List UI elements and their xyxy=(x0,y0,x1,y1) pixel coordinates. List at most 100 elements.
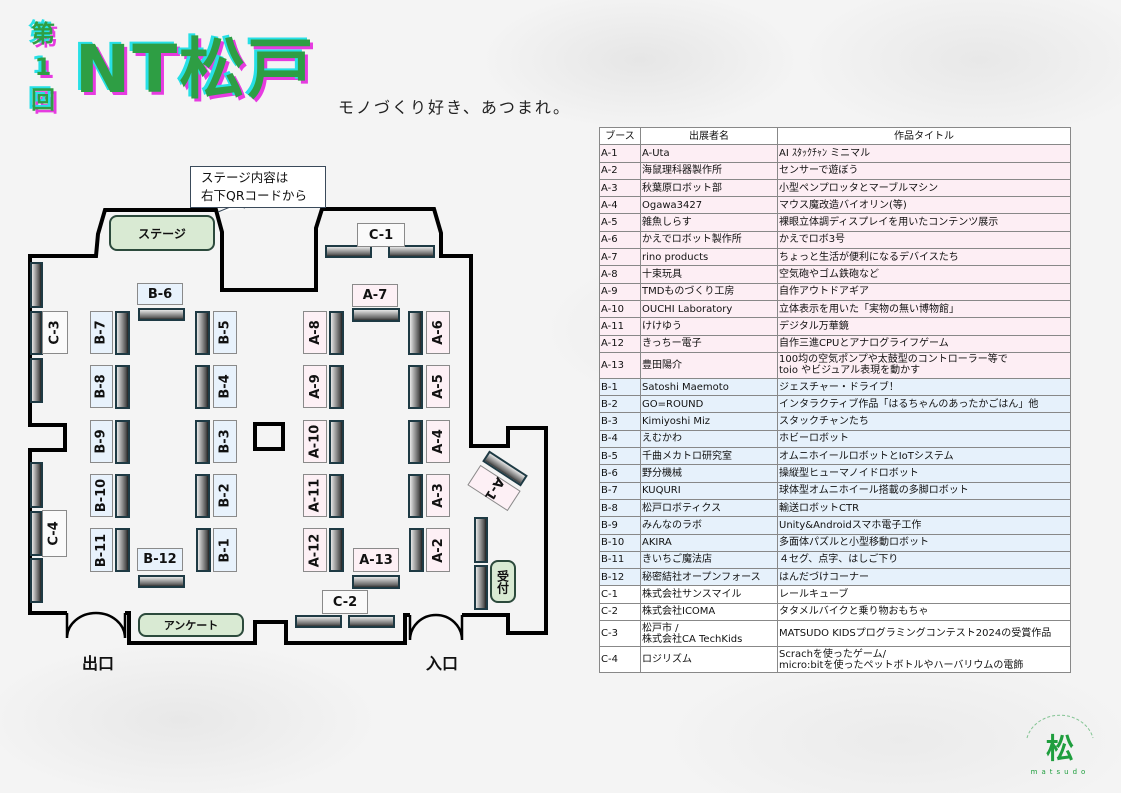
desk xyxy=(408,474,423,518)
desk xyxy=(329,474,344,518)
desk xyxy=(325,245,372,258)
desk xyxy=(195,474,210,518)
exhibitor-cell: A-Uta xyxy=(640,144,778,163)
booth-label: A-3 xyxy=(430,483,446,508)
exhibitor-cell: ロジリズム xyxy=(640,646,778,674)
booth-B-8[interactable]: B-8 xyxy=(90,365,113,408)
booth-A-8[interactable]: A-8 xyxy=(303,311,327,354)
booth-B-1[interactable]: B-1 xyxy=(213,528,237,572)
desk xyxy=(195,420,210,464)
booth-A-2[interactable]: A-2 xyxy=(426,528,450,572)
booth-cell: A-8 xyxy=(599,265,641,284)
exhibitor-cell: Satoshi Maemoto xyxy=(640,377,778,397)
desk xyxy=(30,462,43,508)
booth-cell: B-2 xyxy=(599,395,641,414)
booth-A-13[interactable]: A-13 xyxy=(353,548,399,572)
booth-A-7[interactable]: A-7 xyxy=(352,284,398,307)
booth-B-6[interactable]: B-6 xyxy=(137,283,183,305)
booth-cell: A-11 xyxy=(599,317,641,336)
booth-A-10[interactable]: A-10 xyxy=(303,420,327,463)
exhibitor-cell: きいちご魔法店 xyxy=(640,550,778,570)
booth-A-6[interactable]: A-6 xyxy=(426,311,450,354)
svg-text:松: 松 xyxy=(1046,732,1074,765)
title-cell: かえでロボ3号 xyxy=(777,230,1071,250)
booth-cell: B-3 xyxy=(599,412,641,431)
desk xyxy=(196,528,211,572)
booth-cell: A-13 xyxy=(599,351,641,379)
booth-A-11[interactable]: A-11 xyxy=(303,474,327,517)
booth-cell: A-2 xyxy=(599,161,641,180)
booth-label: B-7 xyxy=(94,320,110,345)
stage-info-callout: ステージ内容は 右下QRコードから xyxy=(190,166,326,208)
exhibitor-cell: けけゆう xyxy=(640,317,778,336)
booth-cell: B-5 xyxy=(599,447,641,466)
exhibitor-cell: Kimiyoshi Miz xyxy=(640,412,778,431)
booth-label: A-10 xyxy=(307,424,323,459)
booth-cell: B-8 xyxy=(599,498,641,518)
booth-B-11[interactable]: B-11 xyxy=(90,528,113,572)
exhibitor-cell: TMDものづくり工房 xyxy=(640,282,778,301)
booth-label: B-9 xyxy=(94,429,110,454)
booth-cell: B-4 xyxy=(599,429,641,449)
booth-B-7[interactable]: B-7 xyxy=(90,311,113,354)
booth-C-3[interactable]: C-3 xyxy=(42,311,68,354)
booth-C-4[interactable]: C-4 xyxy=(42,510,67,557)
title-cell: 裸眼立体調ディスプレイを用いたコンテンツ展示 xyxy=(777,213,1071,232)
title-cell: ちょっと生活が便利になるデバイスたち xyxy=(777,248,1071,267)
booth-A-5[interactable]: A-5 xyxy=(426,365,450,408)
exhibitor-cell: 秘密結社オープンフォース xyxy=(640,568,778,587)
exhibitor-cell: みんなのラボ xyxy=(640,516,778,535)
booth-cell: A-10 xyxy=(599,299,641,319)
desk xyxy=(195,365,210,409)
booth-cell: B-12 xyxy=(599,568,641,587)
booth-cell: C-1 xyxy=(599,585,641,604)
desk xyxy=(352,308,400,322)
booth-label: A-4 xyxy=(430,429,446,454)
desk xyxy=(30,358,43,403)
desk xyxy=(115,311,130,355)
booth-B-12[interactable]: B-12 xyxy=(137,548,183,571)
edition-char: 第 xyxy=(31,20,55,48)
exhibitor-cell: 株式会社サンスマイル xyxy=(640,585,778,604)
booth-cell: A-7 xyxy=(599,248,641,267)
exhibitor-cell: えむかわ xyxy=(640,429,778,449)
desk xyxy=(195,311,210,355)
booth-label: A-6 xyxy=(430,320,446,345)
title-cell: 操縦型ヒューマノイドロボット xyxy=(777,464,1071,483)
booth-C-1[interactable]: C-1 xyxy=(357,223,405,247)
booth-label: B-11 xyxy=(94,533,109,567)
booth-A-9[interactable]: A-9 xyxy=(303,365,327,408)
exit-label: 出口 xyxy=(82,654,115,673)
booth-cell: B-1 xyxy=(599,377,641,397)
booth-cell: C-2 xyxy=(599,602,641,622)
matsudo-city-logo: 松 matsudo xyxy=(1026,714,1094,775)
desk xyxy=(352,575,400,589)
svg-text:matsudo: matsudo xyxy=(1031,768,1090,775)
booth-B-5[interactable]: B-5 xyxy=(213,311,237,354)
booth-B-3[interactable]: B-3 xyxy=(213,420,237,463)
desk xyxy=(295,615,342,628)
booth-label: C-4 xyxy=(47,521,62,546)
booth-A-12[interactable]: A-12 xyxy=(303,528,327,572)
booth-label: B-2 xyxy=(217,483,233,508)
booth-C-2[interactable]: C-2 xyxy=(322,590,368,614)
booth-A-4[interactable]: A-4 xyxy=(426,420,450,463)
booth-B-10[interactable]: B-10 xyxy=(90,474,113,517)
booth-cell: A-3 xyxy=(599,178,641,198)
booth-B-2[interactable]: B-2 xyxy=(213,474,237,517)
exhibitor-cell: 秋葉原ロボット部 xyxy=(640,178,778,198)
event-title: NT松戸 xyxy=(75,31,316,108)
booth-A-3[interactable]: A-3 xyxy=(426,474,450,517)
booth-B-9[interactable]: B-9 xyxy=(90,420,113,463)
booth-B-4[interactable]: B-4 xyxy=(213,365,237,408)
title-cell: Scrachを使ったゲーム/ micro:bitを使ったペットボトルやハーバリウ… xyxy=(777,646,1071,674)
